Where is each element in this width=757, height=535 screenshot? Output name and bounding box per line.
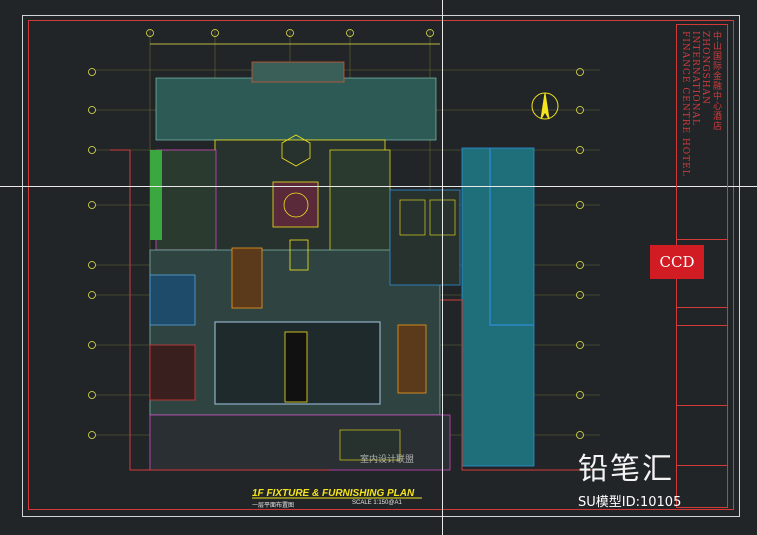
- north-arrow: [531, 92, 559, 120]
- drawing-sheet-border: [22, 15, 740, 517]
- title-block-divider: [677, 239, 727, 240]
- annex-room-a: [399, 199, 426, 236]
- entrance-rotunda: [281, 134, 311, 167]
- plan-subtitle: 一层平面布置图: [252, 503, 295, 509]
- entrance-canopy: [251, 61, 345, 83]
- kitchen-area: [149, 344, 196, 401]
- title-block-divider: [677, 465, 727, 466]
- site-curb-line-east: [440, 299, 600, 471]
- left-garden-strip: [150, 150, 162, 240]
- service-room-blue: [149, 274, 196, 326]
- center-watermark: 室内设计联盟: [360, 455, 415, 465]
- title-block-divider: [677, 307, 727, 308]
- plan-scale: SCALE 1:150@A1: [352, 500, 402, 506]
- stair-east: [397, 324, 427, 394]
- annex-block: [461, 147, 535, 467]
- cad-crosshair-horizontal: [0, 186, 757, 187]
- cad-crosshair-vertical: [442, 0, 443, 535]
- lobby-feature-carpet: [272, 181, 319, 228]
- left-lounge: [155, 149, 217, 251]
- ccd-logo: CCD: [650, 245, 704, 279]
- title-block-divider: [677, 325, 727, 326]
- lobby-round-table: [283, 192, 309, 218]
- forecourt-paving: [155, 77, 437, 141]
- project-title: 中山国际金融中心酒店 ZHONGSHAN INTERNATIONAL FINAN…: [680, 31, 721, 177]
- back-of-house: [339, 429, 401, 461]
- site-curb-line: [110, 149, 330, 471]
- annex-corridor-line: [489, 148, 534, 326]
- grid-bubbles-left: [88, 29, 584, 439]
- right-lounge: [329, 149, 391, 261]
- elevator-shaft: [284, 331, 308, 403]
- plan-title: 1F FIXTURE & FURNISHING PLAN: [252, 488, 415, 499]
- title-block-divider: [677, 405, 727, 406]
- stair-west: [231, 247, 263, 309]
- drawing-inner-frame: [28, 20, 734, 510]
- lobby-planter: [289, 239, 309, 271]
- model-id-watermark: SU模型ID:10105: [578, 495, 682, 510]
- brand-watermark: 铅笔汇: [578, 452, 674, 487]
